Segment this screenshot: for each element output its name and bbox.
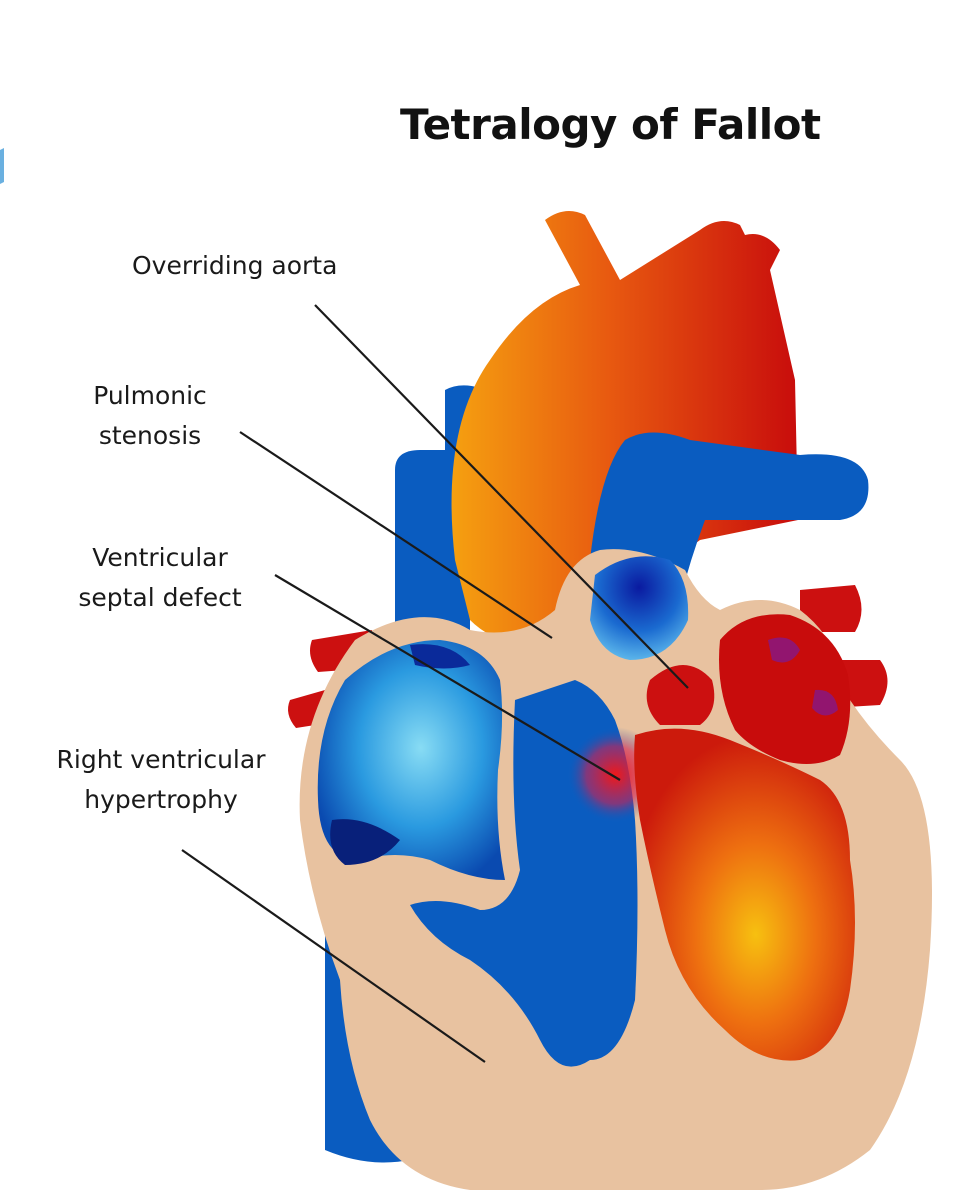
pulmonary-vein-right <box>800 585 862 632</box>
leader-vsd <box>274 574 621 781</box>
la-accent <box>768 637 800 663</box>
aortic-root <box>646 665 715 725</box>
leader-pulmonic-stenosis <box>239 431 553 639</box>
pulmonic-valve <box>590 556 689 660</box>
label-rvh-line1: Right ventricular <box>56 745 266 774</box>
label-rvh-line2: hypertrophy <box>84 785 238 814</box>
label-overriding-aorta-text: Overriding aorta <box>132 251 338 280</box>
label-pulmonic-stenosis: Pulmonic stenosis <box>80 376 220 456</box>
la-accent-2 <box>812 689 838 716</box>
left-atrium <box>719 614 851 764</box>
label-vsd: Ventricular septal defect <box>60 538 260 618</box>
label-vsd-line1: Ventricular <box>92 543 228 572</box>
label-pulmonic-line1: Pulmonic <box>93 381 207 410</box>
leader-rvh <box>181 849 486 1063</box>
label-vsd-line2: septal defect <box>78 583 242 612</box>
aorta <box>451 211 798 650</box>
label-rvh: Right ventricular hypertrophy <box>36 740 286 820</box>
edge-mark <box>0 148 4 184</box>
diagram-title: Tetralogy of Fallot <box>400 100 821 149</box>
label-pulmonic-line2: stenosis <box>98 421 202 450</box>
left-ventricle <box>634 728 855 1061</box>
leader-overriding-aorta <box>314 304 689 689</box>
ra-dark-accent-2 <box>410 644 470 669</box>
right-atrium <box>317 640 505 880</box>
label-overriding-aorta: Overriding aorta <box>132 246 337 286</box>
ra-dark-accent <box>330 819 400 865</box>
superior-vena-cava <box>395 450 470 660</box>
